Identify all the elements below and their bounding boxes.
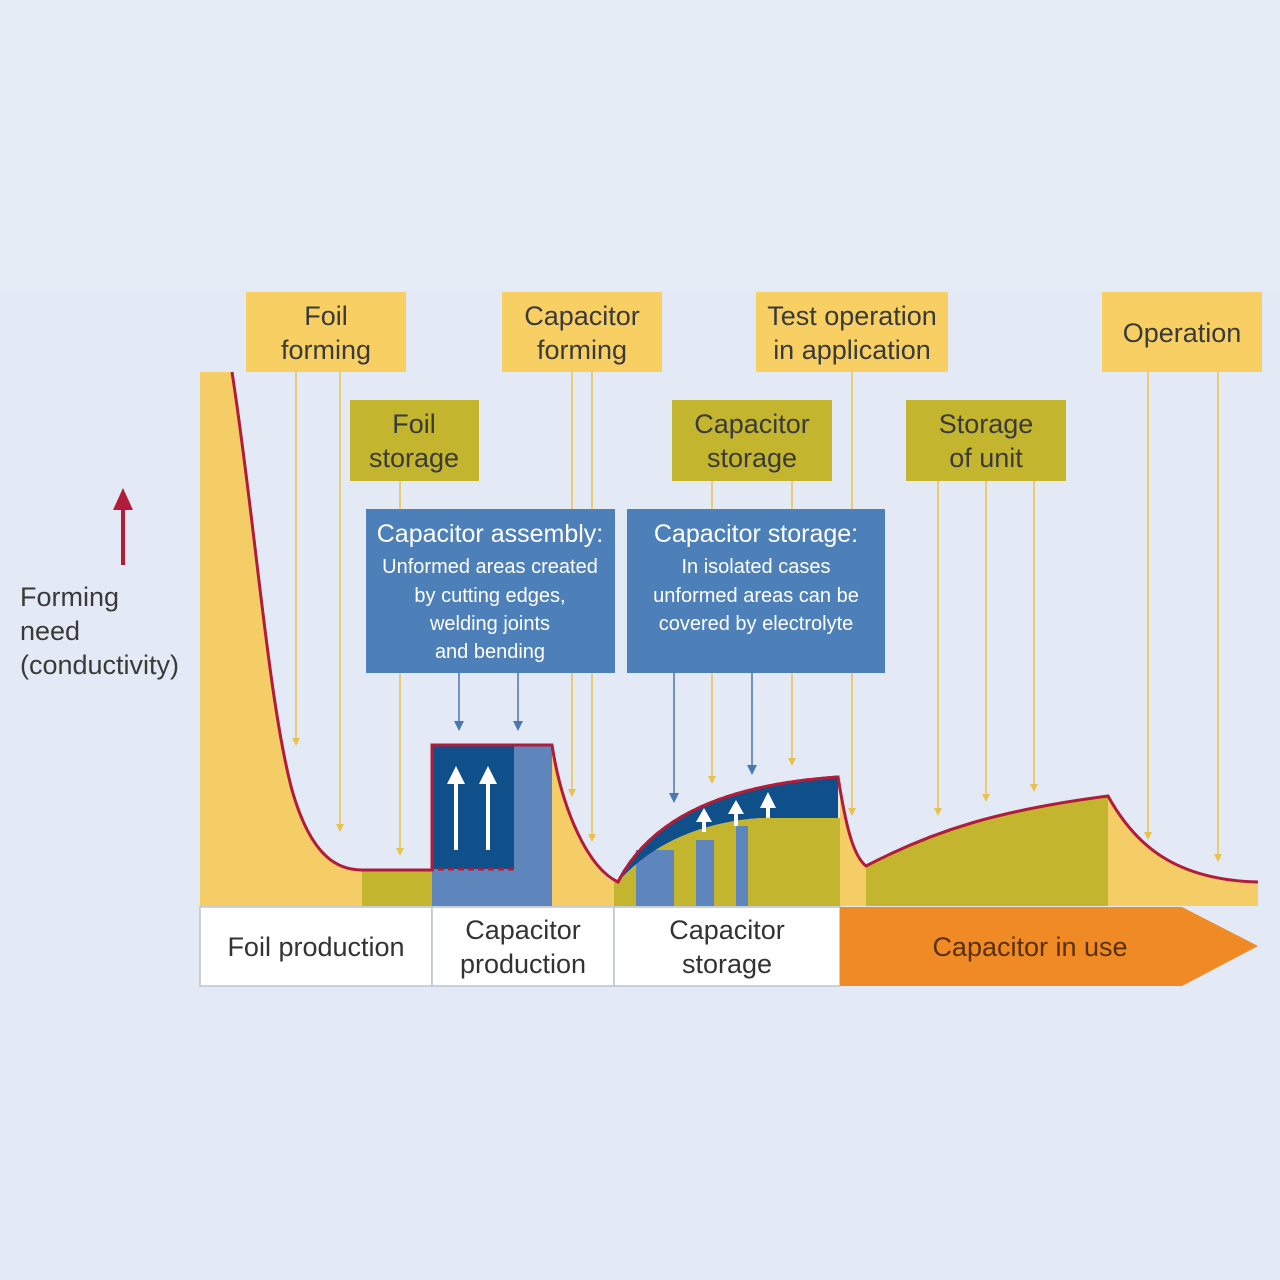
storage-blue-bar-2 bbox=[696, 840, 714, 906]
phase-bar: Foil production Capacitor production Cap… bbox=[199, 906, 1258, 987]
info-box-title: Capacitor storage: bbox=[654, 520, 858, 548]
unformed-dashed-top bbox=[430, 743, 839, 883]
y-axis-indicator: Forming need (conductivity) bbox=[20, 488, 179, 680]
label-text-line: Foil bbox=[392, 409, 436, 439]
phase-label-line: Capacitor bbox=[465, 915, 581, 945]
forming-arrows bbox=[447, 766, 776, 850]
forming-need-curve bbox=[230, 371, 1259, 884]
label-text-line: storage bbox=[707, 443, 797, 473]
label-operation: Operation bbox=[1102, 292, 1262, 372]
info-pointers bbox=[454, 673, 757, 803]
label-foil-forming: Foil forming bbox=[246, 292, 406, 372]
phase-capacitor-storage: Capacitor storage bbox=[613, 906, 841, 987]
storage-of-unit-area bbox=[866, 796, 1108, 906]
y-axis-label-line-3: (conductivity) bbox=[20, 650, 179, 680]
info-box-line: In isolated cases bbox=[682, 556, 831, 578]
info-box-capacitor-assembly: Capacitor assembly: Unformed areas creat… bbox=[366, 509, 615, 673]
storage-blue-bar-1 bbox=[636, 850, 674, 906]
label-text-line: Capacitor bbox=[694, 409, 810, 439]
y-axis-label-line-1: Forming bbox=[20, 582, 119, 612]
label-text-line: Operation bbox=[1123, 318, 1242, 348]
white-up-arrow-icon bbox=[696, 808, 712, 832]
capacitor-forming-area bbox=[552, 745, 614, 906]
storage-dark-band bbox=[618, 777, 838, 882]
storage-blue-bar-3 bbox=[736, 826, 748, 906]
phase-label-line: Capacitor bbox=[669, 915, 785, 945]
assembly-light-base bbox=[432, 869, 514, 906]
test-operation-area bbox=[840, 777, 866, 906]
phase-foil-production: Foil production bbox=[199, 906, 433, 987]
white-up-arrow-icon bbox=[728, 800, 744, 826]
label-text-line: forming bbox=[537, 335, 627, 365]
label-capacitor-forming: Capacitor forming bbox=[502, 292, 662, 372]
white-up-arrow-icon bbox=[760, 792, 776, 818]
info-box-title: Capacitor assembly: bbox=[377, 520, 603, 548]
info-box-line: by cutting edges, bbox=[414, 585, 565, 607]
label-capacitor-storage: Capacitor storage bbox=[672, 400, 832, 481]
label-text-line: forming bbox=[281, 335, 371, 365]
label-text-line: Foil bbox=[304, 301, 348, 331]
assembly-light-block bbox=[514, 745, 552, 906]
foil-storage-area bbox=[362, 870, 432, 906]
phase-label-line: Foil production bbox=[227, 932, 404, 962]
info-box-line: covered by electrolyte bbox=[659, 613, 854, 635]
info-box-line: welding joints bbox=[429, 613, 550, 635]
operation-area bbox=[1108, 796, 1258, 906]
label-text-line: storage bbox=[369, 443, 459, 473]
label-text-line: Test operation bbox=[767, 301, 937, 331]
info-box-capacitor-storage: Capacitor storage: In isolated cases unf… bbox=[627, 509, 885, 673]
foil-forming-area bbox=[200, 372, 362, 906]
label-text-line: of unit bbox=[949, 443, 1023, 473]
info-box-line: unformed areas can be bbox=[653, 585, 859, 607]
white-up-arrow-icon bbox=[479, 766, 497, 850]
top-band bbox=[0, 0, 1280, 290]
label-foil-storage: Foil storage bbox=[350, 400, 479, 481]
phase-capacitor-in-use: Capacitor in use bbox=[840, 907, 1258, 986]
label-text-line: in application bbox=[773, 335, 931, 365]
y-axis-label-line-2: need bbox=[20, 616, 80, 646]
label-storage-of-unit: Storage of unit bbox=[906, 400, 1066, 481]
phase-label-line: storage bbox=[682, 949, 772, 979]
forming-need-areas bbox=[200, 372, 1258, 906]
phase-capacitor-production: Capacitor production bbox=[431, 906, 615, 987]
label-text-line: Storage bbox=[939, 409, 1034, 439]
phase-label-line: production bbox=[460, 949, 586, 979]
assembly-dark-block bbox=[432, 745, 514, 869]
phase-label-line: Capacitor in use bbox=[932, 932, 1127, 962]
label-text-line: Capacitor bbox=[524, 301, 640, 331]
white-up-arrow-icon bbox=[447, 766, 465, 850]
info-box-line: and bending bbox=[435, 641, 545, 663]
up-arrow-icon bbox=[113, 488, 133, 565]
label-test-operation: Test operation in application bbox=[756, 292, 948, 372]
info-box-line: Unformed areas created bbox=[382, 556, 598, 578]
